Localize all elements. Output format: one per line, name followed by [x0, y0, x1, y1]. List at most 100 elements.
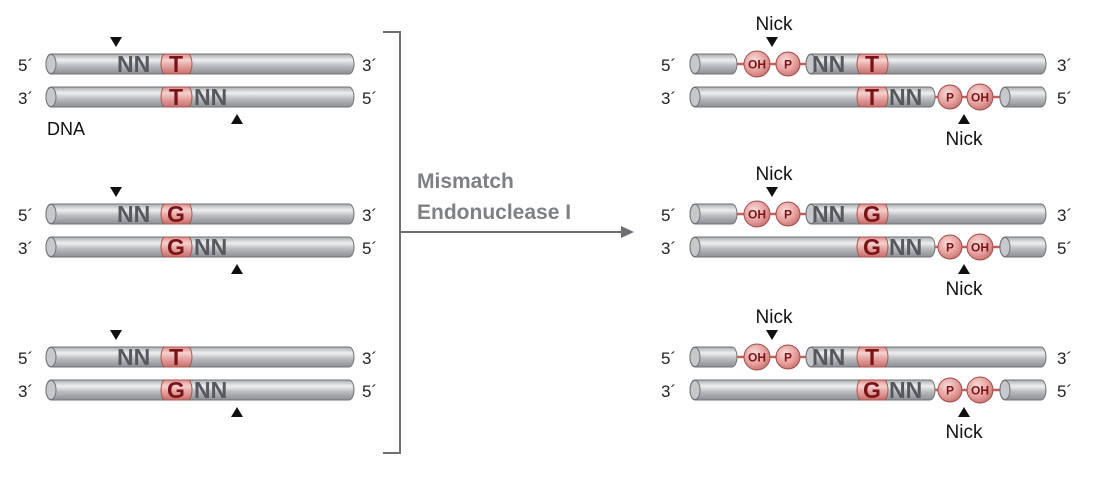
substrate-2-top-3prime: 3´ — [362, 206, 377, 225]
substrate-3-cut-marker-bottom — [231, 407, 243, 417]
product-3-top-p-group-label: P — [784, 351, 792, 365]
product-1-bottom-oh-group-label: OH — [971, 91, 989, 105]
product-1-top-nn: NN — [812, 51, 845, 77]
substrate-2-top-5prime: 5´ — [18, 206, 33, 225]
product-3-bottom-mismatch-base: G — [863, 377, 881, 403]
substrate-2-cut-marker-bottom — [231, 264, 243, 274]
product-2-nick-marker-bottom — [958, 264, 970, 274]
product-3-nick-label-bottom: Nick — [946, 422, 983, 443]
product-3-nick-marker-bottom — [958, 407, 970, 417]
reaction-bracket — [383, 31, 634, 454]
product-3-bottom-fragment-3prime-end-cap — [689, 380, 701, 400]
substrate-1-bottom-mismatch-base: T — [169, 84, 183, 110]
product-2-top-p-group-label: P — [784, 208, 792, 222]
substrate-2-top-mismatch-base: G — [167, 201, 185, 227]
product-1-nick-marker-top — [766, 37, 778, 47]
substrate-3-top-5prime: 5´ — [18, 349, 33, 368]
substrate-3-cut-marker-top — [110, 330, 122, 340]
product-2-bottom-p-group-label: P — [946, 241, 954, 255]
product-2-bottom-fragment-3prime-end-cap — [689, 237, 701, 257]
product-3-top-fragment-5prime-end-cap — [689, 347, 701, 367]
product-1-bottom-fragment-3prime-end-cap — [689, 87, 701, 107]
substrate-3-top-mismatch-block — [160, 346, 193, 368]
substrate-1-top-strand — [45, 53, 355, 75]
product-2-top-mismatch-base: G — [863, 201, 881, 227]
substrate-3-top-strand-end-cap — [45, 347, 57, 367]
substrate-1-bottom-nn: NN — [194, 84, 227, 110]
substrate-1-bottom-strand-end-cap — [45, 87, 57, 107]
reaction-arrow-head — [621, 226, 634, 238]
product-2-nick-marker-top — [766, 187, 778, 197]
product-1-top-mismatch-base: T — [865, 51, 879, 77]
product-1-top-fragment-5prime — [689, 53, 738, 75]
product-2-top-fragment-5prime-end-cap — [689, 204, 701, 224]
product-1-top-3prime: 3´ — [1057, 56, 1072, 75]
product-2-bottom-nn: NN — [889, 234, 922, 260]
product-3-top-5prime: 5´ — [661, 349, 676, 368]
substrate-3-top-3prime: 3´ — [362, 349, 377, 368]
product-3-bottom-mismatch-block — [856, 379, 889, 401]
substrate-1-bottom-3prime: 3´ — [18, 89, 33, 108]
product-1-top-fragment-3prime-end-cap — [805, 54, 817, 74]
product-3-top-oh-group-label: OH — [748, 351, 766, 365]
product-1-bottom-mismatch-base: T — [865, 84, 879, 110]
enzyme-name-line1: Mismatch — [417, 170, 514, 193]
substrate-3-bottom-strand — [45, 379, 355, 401]
product-3-top-fragment-3prime-end-cap — [805, 347, 817, 367]
product-1-nick-label-top: Nick — [756, 14, 793, 35]
product-1-bottom-mismatch-block — [856, 86, 889, 108]
substrate-1-top-strand-body — [45, 53, 355, 75]
product-1-bottom-p-group-label: P — [946, 91, 954, 105]
substrate-2-cut-marker-top — [110, 187, 122, 197]
product-1-top-oh-group-label: OH — [748, 58, 766, 72]
substrate-1-cut-marker-bottom — [231, 114, 243, 124]
product-3-top-3prime: 3´ — [1057, 349, 1072, 368]
substrate-3-bottom-mismatch-block — [160, 379, 193, 401]
substrate-2-top-mismatch-block — [160, 203, 193, 225]
product-3-bottom-3prime: 3´ — [661, 382, 676, 401]
product-1-bottom-nn: NN — [889, 84, 922, 110]
product-1-nick-label-bottom: Nick — [946, 129, 983, 150]
substrate-2-bottom-nn: NN — [194, 234, 227, 260]
product-3-bottom-oh-group-label: OH — [971, 384, 989, 398]
product-3-top-nn: NN — [812, 344, 845, 370]
product-2-top-oh-group-label: OH — [748, 208, 766, 222]
product-3-nick-label-top: Nick — [756, 307, 793, 328]
product-2-top-5prime: 5´ — [661, 206, 676, 225]
substrate-1-top-mismatch-block — [160, 53, 193, 75]
product-1-bottom-5prime: 5´ — [1057, 89, 1072, 108]
product-1-bottom-fragment-5prime — [999, 86, 1047, 108]
substrate-2-bottom-mismatch-block — [160, 236, 193, 258]
product-1-top-5prime: 5´ — [661, 56, 676, 75]
product-3-top-mismatch-block — [856, 346, 889, 368]
substrate-2-top-strand-body — [45, 203, 355, 225]
dna-label: DNA — [47, 119, 85, 139]
substrate-3-bottom-mismatch-base: G — [167, 377, 185, 403]
product-3-bottom-nn: NN — [889, 377, 922, 403]
product-2-bottom-3prime: 3´ — [661, 239, 676, 258]
product-1-top-p-group-label: P — [784, 58, 792, 72]
product-3-top-mismatch-base: T — [865, 344, 879, 370]
product-2-nick-label-top: Nick — [756, 164, 793, 185]
substrate-3-top-strand — [45, 346, 355, 368]
substrate-2-bottom-strand — [45, 236, 355, 258]
product-3-nick-marker-top — [766, 330, 778, 340]
substrate-2-bottom-5prime: 5´ — [362, 239, 377, 258]
substrate-2-top-strand-end-cap — [45, 204, 57, 224]
product-2-bottom-5prime: 5´ — [1057, 239, 1072, 258]
product-2-bottom-fragment-5prime — [999, 236, 1047, 258]
substrate-3-bottom-3prime: 3´ — [18, 382, 33, 401]
substrate-1-cut-marker-top — [110, 37, 122, 47]
substrate-2-bottom-3prime: 3´ — [18, 239, 33, 258]
product-2-bottom-oh-group-label: OH — [971, 241, 989, 255]
product-2-nick-label-bottom: Nick — [946, 279, 983, 300]
substrate-2-top-nn: NN — [117, 201, 150, 227]
substrate-1-bottom-5prime: 5´ — [362, 89, 377, 108]
product-2-bottom-mismatch-block — [856, 236, 889, 258]
substrate-3-top-nn: NN — [117, 344, 150, 370]
substrate-1-top-mismatch-base: T — [169, 51, 183, 77]
substrate-2-top-strand — [45, 203, 355, 225]
